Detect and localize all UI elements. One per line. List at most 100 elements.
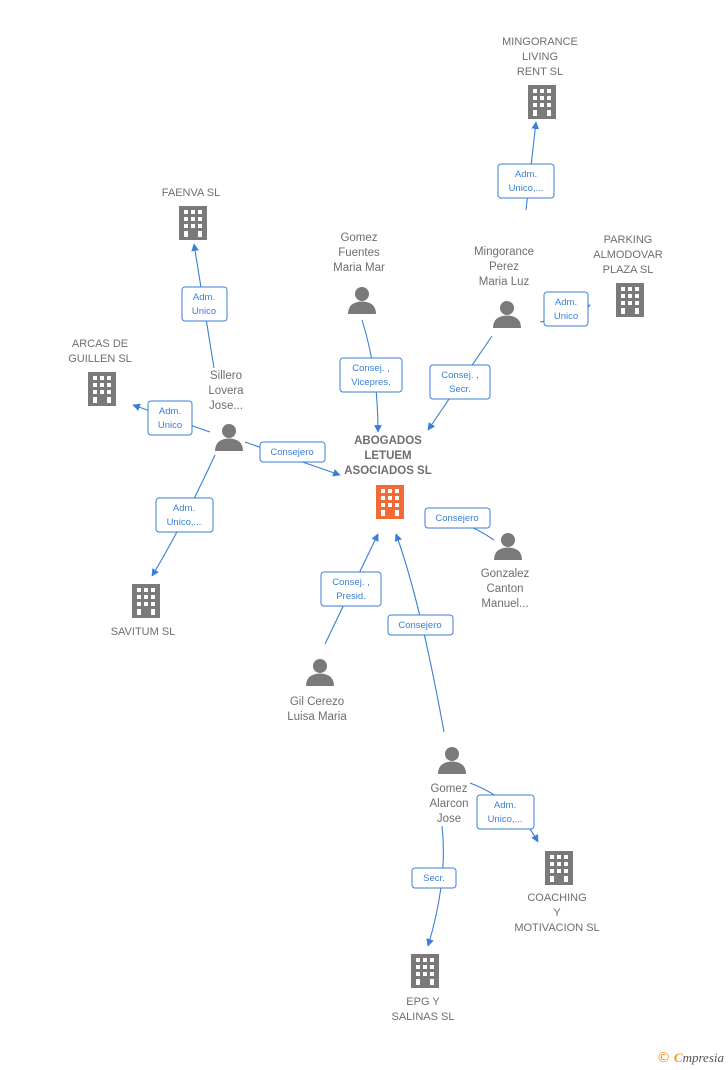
- brand-name: mpresia: [682, 1050, 724, 1065]
- node-label: Maria Luz: [479, 276, 530, 288]
- company-node[interactable]: FAENVA SL: [162, 187, 221, 240]
- node-label: FAENVA SL: [162, 187, 221, 199]
- person-node[interactable]: Gomez Alarcon Jose: [430, 747, 469, 825]
- node-label: RENT SL: [517, 66, 563, 78]
- node-label: GUILLEN SL: [68, 353, 132, 365]
- node-label: ALMODOVAR: [593, 249, 663, 261]
- relation-label[interactable]: Adm. Unico,...: [155, 497, 214, 533]
- relation-label[interactable]: Adm. Unico,...: [497, 163, 555, 199]
- node-label: Canton: [486, 583, 523, 595]
- node-label: Fuentes: [338, 247, 380, 259]
- relation-label[interactable]: Adm. Unico: [147, 400, 193, 436]
- company-node[interactable]: PARKING ALMODOVAR PLAZA SL: [593, 234, 663, 317]
- node-label: EPG Y: [406, 996, 440, 1008]
- person-icon: [348, 287, 376, 314]
- relation-text: Vicepres.: [351, 377, 390, 388]
- node-label: ASOCIADOS SL: [344, 465, 432, 477]
- person-node[interactable]: Mingorance Perez Maria Luz: [474, 246, 534, 328]
- person-node[interactable]: Gil Cerezo Luisa Maria: [287, 659, 347, 723]
- person-icon: [438, 747, 466, 774]
- person-icon: [215, 424, 243, 451]
- node-label: Manuel...: [481, 598, 528, 610]
- person-icon: [494, 533, 522, 560]
- company-node[interactable]: COACHING Y MOTIVACION SL: [514, 851, 600, 934]
- node-label: Mingorance: [474, 246, 534, 258]
- node-label: LETUEM: [364, 450, 411, 462]
- brand-footer: © Cmpresia: [657, 1050, 724, 1066]
- node-label: SALINAS SL: [392, 1011, 455, 1023]
- node-label: Luisa Maria: [287, 711, 347, 723]
- node-label: Gomez: [430, 783, 467, 795]
- node-label: ABOGADOS: [354, 435, 422, 447]
- company-node[interactable]: ARCAS DE GUILLEN SL: [68, 338, 132, 406]
- node-label: Perez: [489, 261, 519, 273]
- center-company-node[interactable]: ABOGADOS LETUEM ASOCIADOS SL: [344, 435, 432, 519]
- node-label: Y: [553, 907, 561, 919]
- relation-label[interactable]: Consejero: [424, 507, 491, 529]
- node-label: COACHING: [527, 892, 586, 904]
- company-node[interactable]: SAVITUM SL: [111, 584, 176, 638]
- relation-text: Adm.: [159, 406, 181, 417]
- relation-label[interactable]: Consejero: [387, 614, 454, 636]
- copyright-symbol: ©: [656, 1050, 671, 1066]
- relation-text: Adm.: [515, 169, 537, 180]
- relation-label[interactable]: Consej. , Vicepres.: [339, 357, 403, 393]
- relation-text: Consejero: [435, 513, 478, 524]
- node-label: Gomez: [340, 232, 377, 244]
- relation-text: Adm.: [193, 292, 215, 303]
- person-icon: [306, 659, 334, 686]
- person-icon: [493, 301, 521, 328]
- relation-text: Unico: [554, 311, 578, 322]
- node-label: ARCAS DE: [72, 338, 128, 350]
- node-label: PARKING: [604, 234, 653, 246]
- relation-text: Consejero: [270, 447, 313, 458]
- building-icon: [411, 954, 439, 988]
- relation-label[interactable]: Adm. Unico: [181, 286, 228, 322]
- building-icon: [545, 851, 573, 885]
- relation-label[interactable]: Consej. , Secr.: [429, 364, 491, 400]
- relation-label[interactable]: Adm. Unico: [543, 291, 589, 327]
- relation-text: Unico: [192, 306, 216, 317]
- relation-text: Presid.: [336, 591, 366, 602]
- node-label: Jose...: [209, 400, 243, 412]
- relation-labels: Adm. Unico,... Adm. Unico Adm. Unico Adm…: [147, 163, 589, 889]
- person-node[interactable]: Gonzalez Canton Manuel...: [481, 533, 530, 610]
- node-label: Jose: [437, 813, 461, 825]
- building-icon: [528, 85, 556, 119]
- building-icon: [132, 584, 160, 618]
- relation-label[interactable]: Secr.: [411, 867, 457, 889]
- node-label: PLAZA SL: [603, 264, 654, 276]
- building-icon: [88, 372, 116, 406]
- relation-label[interactable]: Consejero: [259, 441, 326, 463]
- relation-text: Consejero: [398, 620, 441, 631]
- company-node[interactable]: EPG Y SALINAS SL: [392, 954, 455, 1023]
- building-icon: [616, 283, 644, 317]
- relation-text: Secr.: [423, 873, 445, 884]
- person-node[interactable]: Gomez Fuentes Maria Mar: [333, 232, 385, 314]
- relation-text: Adm.: [494, 800, 516, 811]
- node-label: LIVING: [522, 51, 558, 63]
- relation-text: Unico,...: [488, 814, 523, 825]
- node-label: Alarcon: [430, 798, 469, 810]
- node-label: Gil Cerezo: [290, 696, 344, 708]
- node-label: MINGORANCE: [502, 36, 578, 48]
- relation-text: Secr.: [449, 384, 471, 395]
- brand-initial: C: [673, 1050, 683, 1065]
- relation-text: Unico,...: [509, 183, 544, 194]
- person-node[interactable]: Sillero Lovera Jose...: [208, 370, 244, 451]
- relation-label[interactable]: Adm. Unico,...: [476, 794, 535, 830]
- node-label: MOTIVACION SL: [514, 922, 599, 934]
- relation-text: Unico,...: [167, 517, 202, 528]
- relation-text: Consej. ,: [441, 370, 479, 381]
- node-label: Maria Mar: [333, 262, 385, 274]
- relation-label[interactable]: Consej. , Presid.: [320, 571, 382, 607]
- node-label: Gonzalez: [481, 568, 530, 580]
- building-icon: [376, 485, 404, 519]
- node-label: Lovera: [208, 385, 244, 397]
- node-label: Sillero: [210, 370, 242, 382]
- relation-text: Consej. ,: [332, 577, 370, 588]
- node-label: SAVITUM SL: [111, 626, 176, 638]
- relation-text: Unico: [158, 420, 182, 431]
- company-node[interactable]: MINGORANCE LIVING RENT SL: [502, 36, 578, 119]
